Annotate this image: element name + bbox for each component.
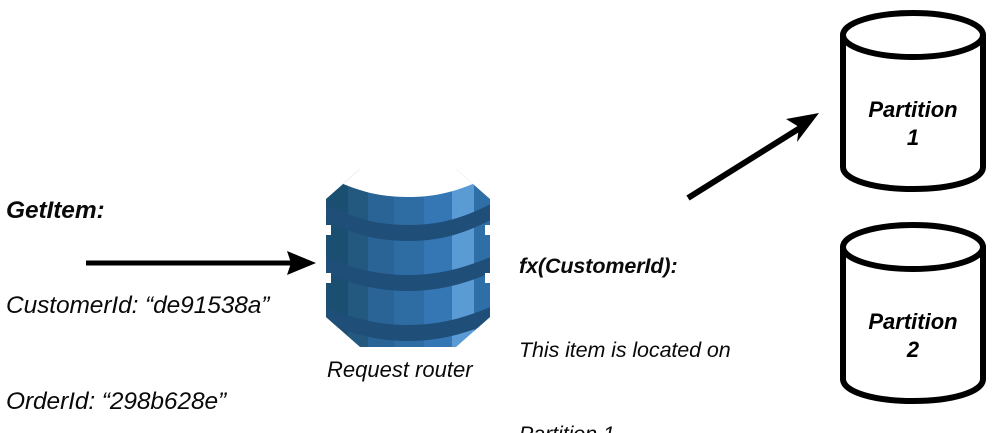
routing-result-text: fx(CustomerId): This item is located on … — [519, 197, 731, 433]
get-item-order-id: OrderId: “298b628e” — [6, 387, 227, 415]
partition-1-shape — [840, 10, 986, 193]
fx-line-2: Partition 1 — [519, 421, 731, 433]
request-arrow — [86, 251, 316, 275]
router-icon-notches — [322, 225, 494, 283]
partition-2-shape — [840, 222, 986, 405]
get-item-customer-id: CustomerId: “de91538a” — [6, 292, 270, 320]
routing-arrow — [686, 113, 819, 201]
router-icon-body — [326, 169, 490, 347]
dynamodb-database-icon — [322, 169, 494, 347]
fx-header: fx(CustomerId): — [519, 253, 678, 278]
request-router-caption: Request router — [327, 357, 473, 382]
fx-line-1: This item is located on — [519, 337, 731, 362]
get-item-request-text: GetItem: CustomerId: “de91538a” OrderId:… — [6, 131, 269, 433]
get-item-header: GetItem: — [6, 196, 105, 224]
